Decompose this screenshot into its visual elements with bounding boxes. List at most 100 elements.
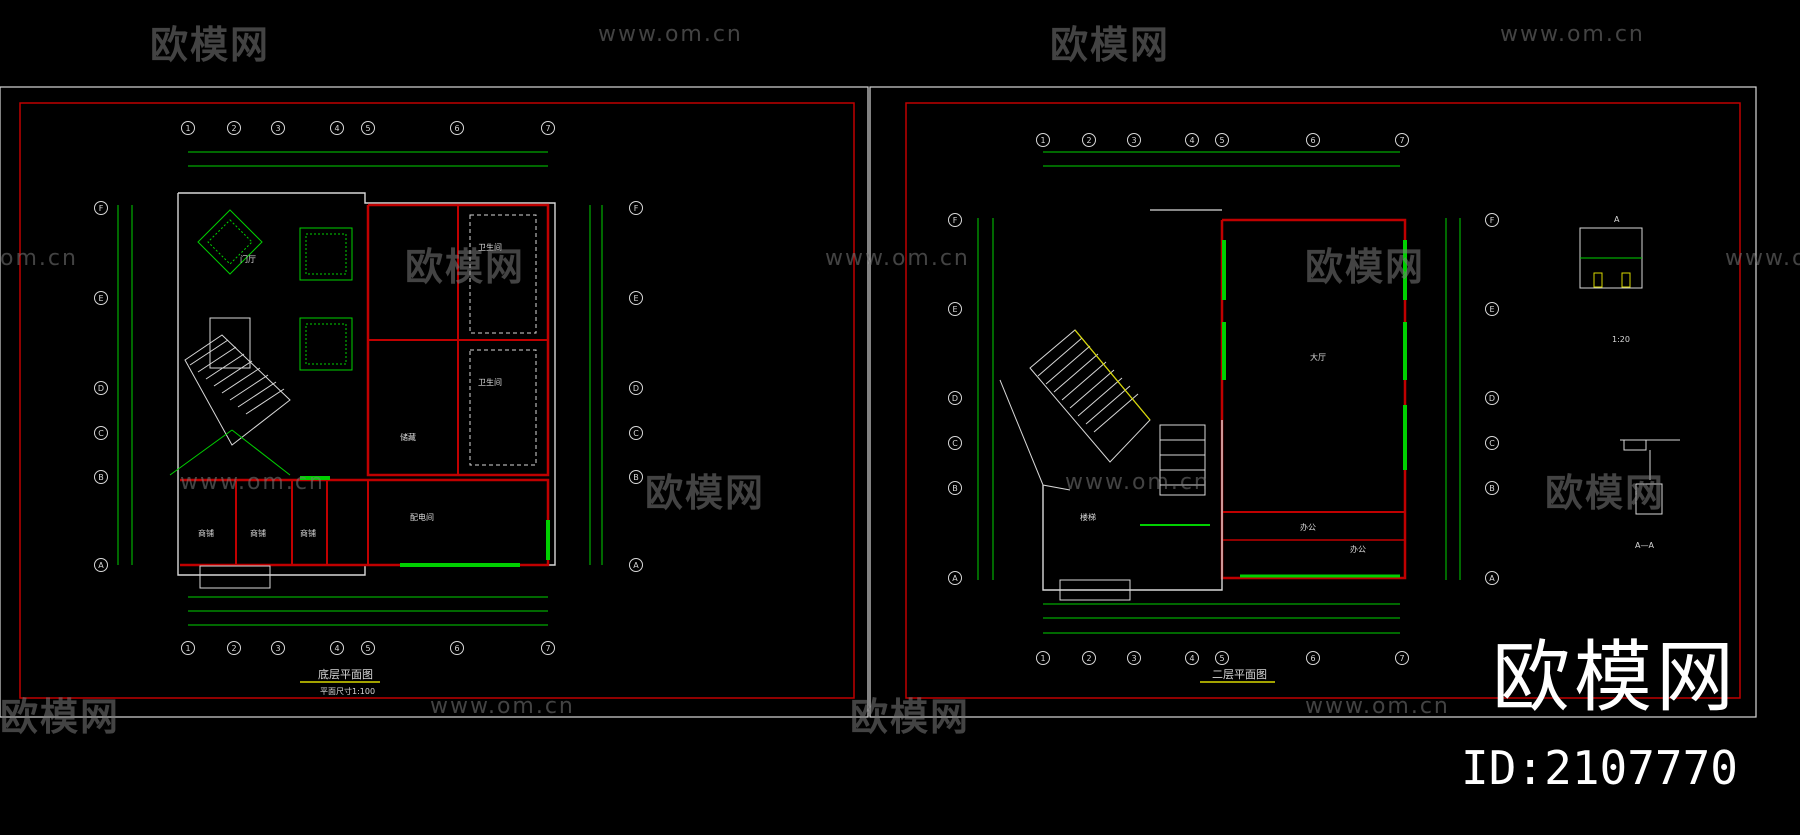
svg-text:6: 6 xyxy=(454,124,459,133)
grid-col-bubble: 6 xyxy=(450,641,464,655)
watermark-url: www.om.cn xyxy=(430,694,575,719)
watermark-brand: 欧模网 xyxy=(1545,471,1666,515)
svg-text:E: E xyxy=(952,305,957,314)
grid-row-bubble: A xyxy=(94,558,108,572)
grid-row-bubble: B xyxy=(948,481,962,495)
grid-row-bubble: F xyxy=(1485,213,1499,227)
grid-col-bubble: 4 xyxy=(1185,651,1199,665)
grid-col-bubble: 5 xyxy=(1215,133,1229,147)
grid-row-bubble: F xyxy=(94,201,108,215)
svg-text:4: 4 xyxy=(334,124,339,133)
svg-text:6: 6 xyxy=(1310,654,1315,663)
grid-col-bubble: 4 xyxy=(1185,133,1199,147)
svg-text:1: 1 xyxy=(1040,136,1045,145)
sheet2-outer-frame xyxy=(869,86,1757,718)
svg-text:4: 4 xyxy=(1189,136,1194,145)
svg-text:A: A xyxy=(1489,574,1495,583)
grid-col-bubble: 7 xyxy=(1395,651,1409,665)
grid-col-bubble: 2 xyxy=(1082,133,1096,147)
watermark-brand: 欧模网 xyxy=(1305,245,1426,289)
grid-col-bubble: 2 xyxy=(227,121,241,135)
watermark-brand: 欧模网 xyxy=(645,471,766,515)
svg-text:F: F xyxy=(953,216,958,225)
second-stair xyxy=(999,329,1206,601)
svg-text:储藏: 储藏 xyxy=(400,432,416,442)
second-walls xyxy=(1042,209,1407,591)
ground-skylights xyxy=(197,209,353,371)
svg-text:A: A xyxy=(98,561,104,570)
svg-text:4: 4 xyxy=(334,644,339,653)
watermark-brand: 欧模网 xyxy=(850,695,971,739)
svg-text:5: 5 xyxy=(365,644,370,653)
svg-text:5: 5 xyxy=(1219,136,1224,145)
grid-row-bubble: E xyxy=(629,291,643,305)
svg-text:1: 1 xyxy=(1040,654,1045,663)
svg-text:2: 2 xyxy=(1086,654,1091,663)
grid-col-bubble: 3 xyxy=(1127,651,1141,665)
watermark-url: om.cn xyxy=(0,246,78,271)
svg-text:E: E xyxy=(1489,305,1494,314)
svg-text:F: F xyxy=(1490,216,1495,225)
watermark-brand: 欧模网 xyxy=(150,23,271,67)
watermark-url: www.om.cn xyxy=(180,470,325,495)
grid-col-bubble: 5 xyxy=(361,641,375,655)
grid-row-bubble: B xyxy=(94,470,108,484)
asset-id: ID:2107770 xyxy=(1461,741,1738,795)
grid-col-bubble: 7 xyxy=(541,641,555,655)
svg-text:2: 2 xyxy=(231,644,236,653)
svg-text:F: F xyxy=(634,204,639,213)
grid-col-bubble: 3 xyxy=(271,641,285,655)
grid-col-bubble: 6 xyxy=(1306,651,1320,665)
ground-dims-top xyxy=(117,151,603,626)
svg-text:门厅: 门厅 xyxy=(240,254,256,264)
svg-text:2: 2 xyxy=(231,124,236,133)
grid-row-bubble: C xyxy=(94,426,108,440)
svg-text:卫生间: 卫生间 xyxy=(478,377,502,387)
grid-row-bubble: B xyxy=(629,470,643,484)
grid-col-bubble: 3 xyxy=(271,121,285,135)
sheet1-inner-frame xyxy=(19,102,855,699)
svg-text:E: E xyxy=(633,294,638,303)
watermark-url: www.om.cn xyxy=(1305,694,1450,719)
svg-text:6: 6 xyxy=(1310,136,1315,145)
svg-text:C: C xyxy=(633,429,639,438)
grid-col-bubble: 4 xyxy=(330,641,344,655)
svg-text:楼梯: 楼梯 xyxy=(1080,512,1096,522)
grid-col-bubble: 1 xyxy=(181,641,195,655)
svg-text:配电间: 配电间 xyxy=(410,512,434,522)
svg-text:办公: 办公 xyxy=(1350,544,1366,554)
section-detail xyxy=(1579,227,1680,515)
grid-row-bubble: F xyxy=(948,213,962,227)
grid-col-bubble: 1 xyxy=(181,121,195,135)
second-dims xyxy=(977,151,1461,634)
grid-col-bubble: 4 xyxy=(330,121,344,135)
second-room-labels: 大厅 办公 办公 楼梯 xyxy=(1080,352,1366,554)
svg-text:B: B xyxy=(1489,484,1495,493)
sheet-frames xyxy=(0,86,1757,718)
detail-label-bottom: A—A xyxy=(1635,541,1654,550)
sheet2-inner-frame xyxy=(905,102,1741,699)
watermark-brand: 欧模网 xyxy=(1050,23,1171,67)
watermark-brand: 欧模网 xyxy=(0,695,121,739)
grid-row-bubble: C xyxy=(948,436,962,450)
svg-text:1: 1 xyxy=(185,644,190,653)
svg-text:E: E xyxy=(98,294,103,303)
grid-row-bubble: D xyxy=(94,381,108,395)
svg-text:D: D xyxy=(98,384,104,393)
grid-col-bubble: 5 xyxy=(361,121,375,135)
grid-col-bubble: 1 xyxy=(1036,133,1050,147)
ground-room-labels: 商铺 商铺 商铺 门厅 卫生间 卫生间 储藏 配电间 xyxy=(198,242,502,538)
grid-row-bubble: E xyxy=(1485,302,1499,316)
svg-text:3: 3 xyxy=(275,124,280,133)
grid-col-bubble: 6 xyxy=(1306,133,1320,147)
svg-text:C: C xyxy=(952,439,958,448)
grid-row-bubble: C xyxy=(629,426,643,440)
grid-row-bubble: D xyxy=(948,391,962,405)
svg-text:3: 3 xyxy=(1131,654,1136,663)
grid-row-bubble: E xyxy=(94,291,108,305)
svg-text:C: C xyxy=(98,429,104,438)
